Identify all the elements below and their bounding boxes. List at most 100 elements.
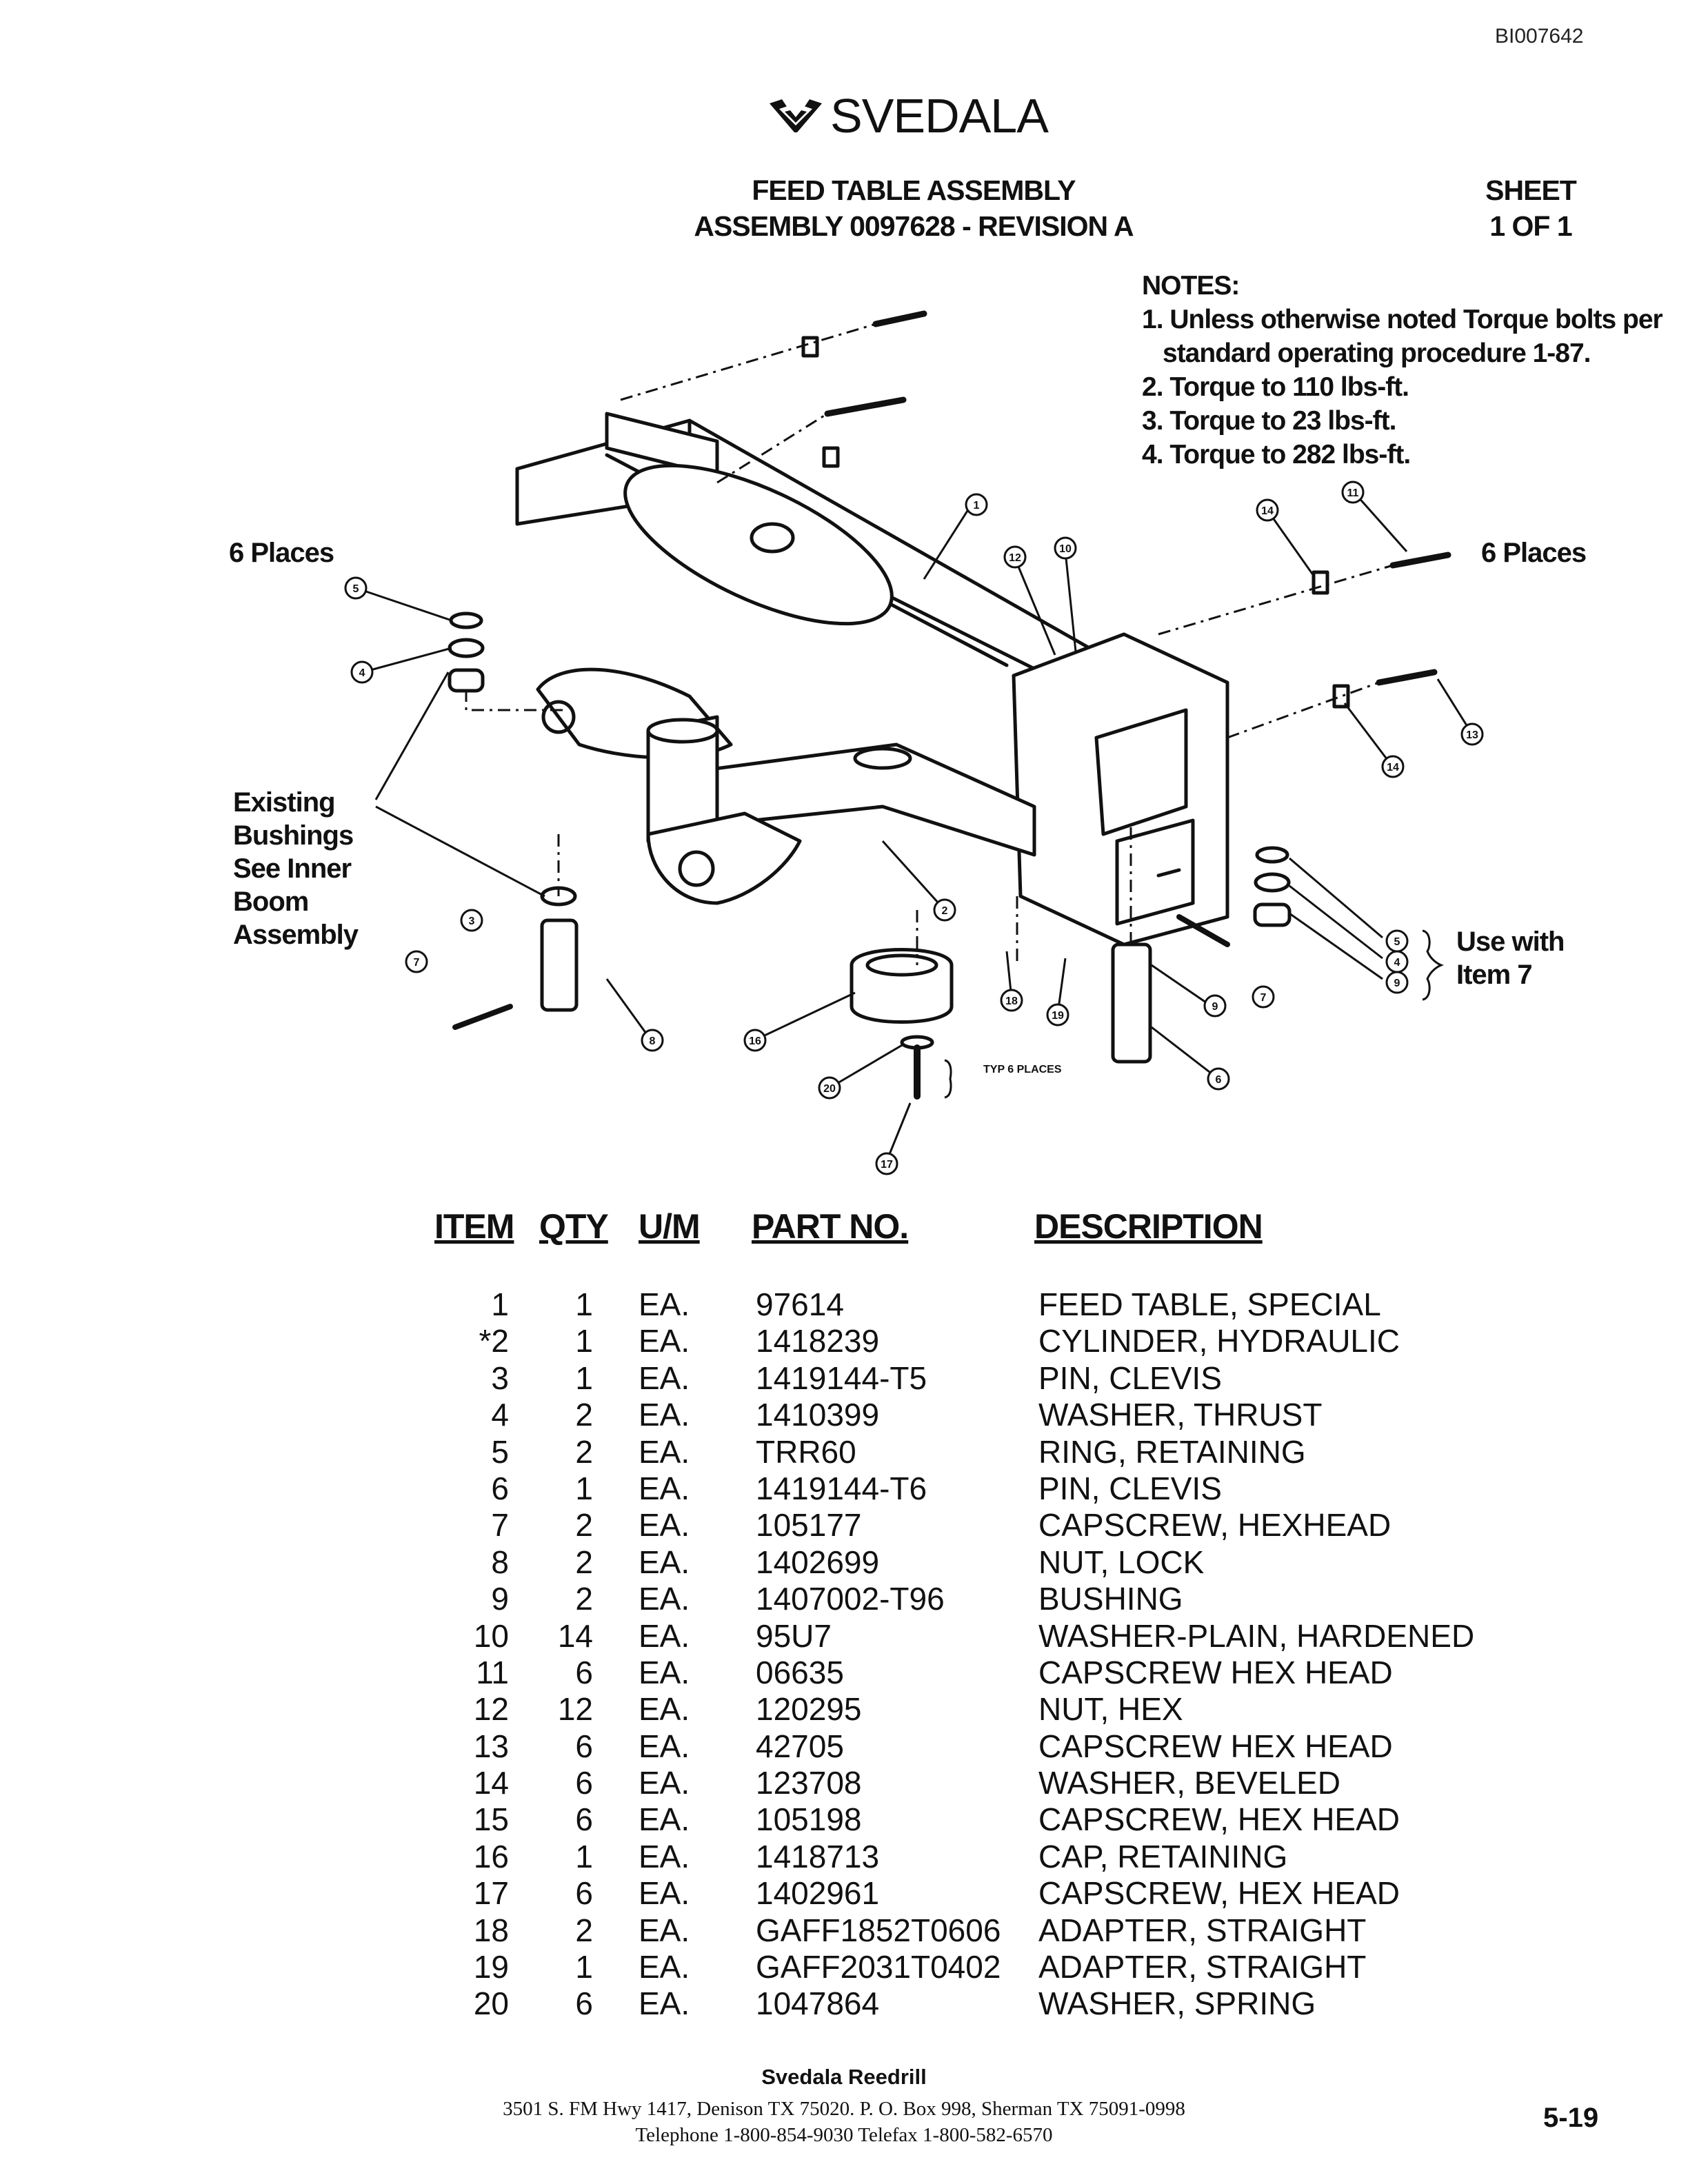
title-line-2: ASSEMBLY 0097628 - REVISION A	[694, 210, 1134, 242]
header-part-no: PART NO.	[752, 1207, 909, 1246]
item-cell: 19	[473, 1949, 509, 1985]
item-cell: 4	[491, 1397, 509, 1433]
part-no-cell: 06635	[756, 1654, 844, 1690]
callout-3: 3	[469, 916, 475, 927]
part-no-cell: 1047864	[756, 1985, 880, 2022]
part-no-cell: 105177	[756, 1507, 862, 1544]
qty-cell: 2	[575, 1912, 593, 1948]
qty-cell: 1	[575, 1470, 593, 1506]
qty-cell: 14	[557, 1617, 593, 1654]
item-cell: 11	[476, 1654, 509, 1690]
description-cell: PIN, CLEVIS	[1038, 1359, 1222, 1396]
sheet-label: SHEET	[1485, 174, 1577, 206]
um-cell: EA.	[639, 1838, 690, 1874]
description-cell: CYLINDER, HYDRAULIC	[1038, 1323, 1400, 1359]
part-no-cell: 1418713	[756, 1838, 880, 1874]
see-inner-label: See Inner	[233, 853, 352, 884]
qty-cell: 6	[575, 1985, 593, 2022]
item-cell: 14	[473, 1765, 509, 1801]
um-cell: EA.	[639, 1801, 690, 1838]
item-cell: 10	[473, 1617, 509, 1654]
callout-20: 20	[823, 1083, 836, 1095]
item-cell: 1	[491, 1286, 509, 1322]
note-1: 1. Unless otherwise noted Torque bolts p…	[1142, 305, 1663, 334]
description-cell: RING, RETAINING	[1038, 1433, 1306, 1470]
item-cell: 16	[473, 1838, 509, 1874]
item-cell: 8	[491, 1544, 509, 1580]
qty-cell: 2	[575, 1581, 593, 1617]
footer-company: Svedala Reedrill	[761, 2065, 927, 2089]
um-cell: EA.	[639, 1985, 690, 2022]
item-cell: 15	[473, 1801, 509, 1838]
use-with-label: Use with	[1456, 927, 1565, 957]
callout-14b: 14	[1387, 762, 1399, 774]
part-no-cell: 1407002-T96	[756, 1581, 945, 1617]
header-qty: QTY	[539, 1207, 609, 1246]
um-cell: EA.	[639, 1691, 690, 1728]
page-number: 5-19	[1543, 2103, 1599, 2133]
description-cell: PIN, CLEVIS	[1038, 1470, 1222, 1506]
callout-19: 19	[1052, 1010, 1064, 1022]
um-cell: EA.	[639, 1765, 690, 1801]
description-cell: NUT, HEX	[1038, 1691, 1183, 1728]
callout-2: 2	[942, 905, 948, 917]
description-cell: WASHER, BEVELED	[1038, 1765, 1340, 1801]
um-cell: EA.	[639, 1912, 690, 1948]
item-cell: *2	[479, 1323, 509, 1359]
assembly-label: Assembly	[233, 920, 359, 950]
qty-cell: 12	[557, 1691, 593, 1728]
title-line-1: FEED TABLE ASSEMBLY	[752, 174, 1076, 206]
brand-name: SVEDALA	[830, 89, 1049, 143]
notes-heading: NOTES:	[1142, 271, 1240, 301]
qty-cell: 6	[575, 1801, 593, 1838]
description-cell: ADAPTER, STRAIGHT	[1038, 1949, 1367, 1985]
note-1-continued: standard operating procedure 1-87.	[1163, 338, 1591, 368]
item-7-label: Item 7	[1456, 960, 1533, 990]
callout-18: 18	[1005, 995, 1018, 1007]
um-cell: EA.	[639, 1617, 690, 1654]
description-cell: CAP, RETAINING	[1038, 1838, 1288, 1874]
qty-cell: 2	[575, 1544, 593, 1580]
svedala-logo: SVEDALA	[767, 88, 1049, 143]
description-cell: WASHER-PLAIN, HARDENED	[1038, 1617, 1475, 1654]
item-cell: 9	[491, 1581, 509, 1617]
um-cell: EA.	[639, 1397, 690, 1433]
part-no-cell: 1410399	[756, 1397, 880, 1433]
qty-cell: 1	[575, 1838, 593, 1874]
qty-cell: 6	[575, 1875, 593, 1912]
callout-11: 11	[1347, 487, 1359, 499]
qty-cell: 6	[575, 1728, 593, 1764]
qty-cell: 6	[575, 1765, 593, 1801]
um-cell: EA.	[639, 1323, 690, 1359]
callout-9b: 9	[1394, 978, 1400, 989]
description-cell: WASHER, SPRING	[1038, 1985, 1316, 2022]
um-cell: EA.	[639, 1654, 690, 1690]
description-cell: CAPSCREW HEX HEAD	[1038, 1654, 1393, 1690]
description-cell: NUT, LOCK	[1038, 1544, 1205, 1580]
callout-7b: 7	[1260, 992, 1267, 1004]
part-no-cell: GAFF2031T0402	[756, 1949, 1001, 1985]
header-description: DESCRIPTION	[1034, 1207, 1263, 1246]
item-cell: 12	[473, 1691, 509, 1728]
description-cell: FEED TABLE, SPECIAL	[1038, 1286, 1381, 1322]
header-um: U/M	[639, 1207, 701, 1246]
qty-cell: 6	[575, 1654, 593, 1690]
um-cell: EA.	[639, 1507, 690, 1544]
description-cell: CAPSCREW, HEXHEAD	[1038, 1507, 1391, 1544]
um-cell: EA.	[639, 1286, 690, 1322]
description-cell: BUSHING	[1038, 1581, 1183, 1617]
part-no-cell: 105198	[756, 1801, 862, 1838]
callout-8: 8	[650, 1035, 656, 1047]
document-title: FEED TABLE ASSEMBLY ASSEMBLY 0097628 - R…	[621, 172, 1207, 244]
callout-5: 5	[353, 583, 359, 595]
qty-cell: 2	[575, 1397, 593, 1433]
qty-cell: 1	[575, 1286, 593, 1322]
callout-14: 14	[1261, 505, 1274, 517]
item-cell: 18	[473, 1912, 509, 1948]
footer-address: 3501 S. FM Hwy 1417, Denison TX 75020. P…	[503, 2098, 1185, 2120]
footer-contact: 3501 S. FM Hwy 1417, Denison TX 75020. P…	[0, 2096, 1688, 2148]
callout-10: 10	[1059, 543, 1072, 555]
note-2: 2. Torque to 110 lbs-ft.	[1142, 372, 1409, 402]
callout-13: 13	[1466, 729, 1478, 741]
item-cell: 6	[491, 1470, 509, 1506]
